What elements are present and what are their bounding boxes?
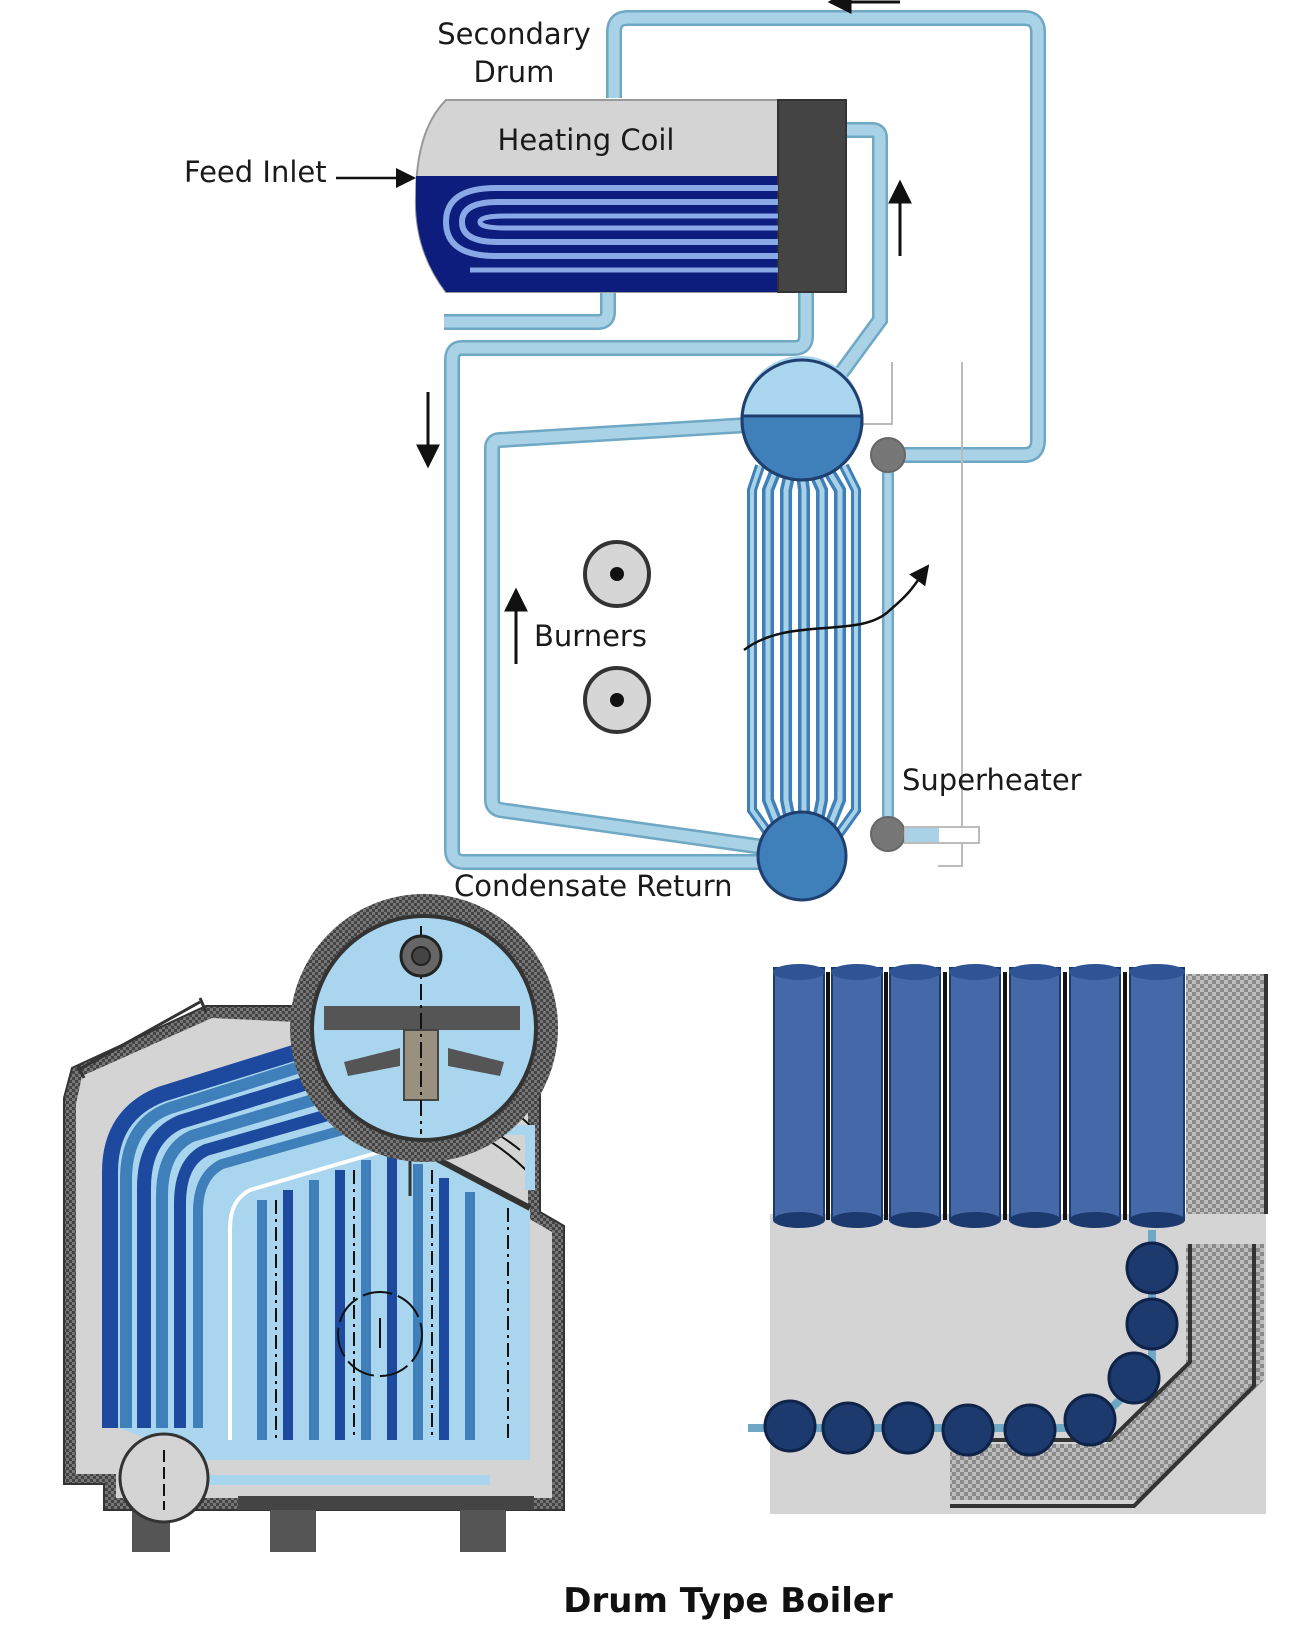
label-secondary-drum-1: Secondary — [437, 17, 591, 51]
superheater-header-top — [870, 437, 906, 473]
label-heating-coil: Heating Coil — [498, 123, 675, 157]
superheater-header-bottom — [870, 816, 906, 852]
furnace-wall — [862, 362, 893, 425]
label-condensate-return: Condensate Return — [454, 869, 733, 903]
burner-upper — [583, 540, 651, 608]
secondary-drum — [414, 99, 847, 293]
burner-lower — [583, 666, 651, 734]
label-burners: Burners — [534, 619, 647, 653]
boiler-cross-section — [63, 894, 565, 1552]
label-superheater: Superheater — [902, 763, 1082, 797]
gas-flow-arrow — [743, 564, 930, 651]
label-feed-inlet: Feed Inlet — [184, 155, 327, 189]
diagram-title: Drum Type Boiler — [563, 1581, 893, 1621]
riser-tube-bank — [747, 463, 861, 841]
heating-coil-tubes — [442, 185, 778, 259]
waterwall-detail — [748, 964, 1268, 1514]
label-secondary-drum-2: Drum — [474, 55, 555, 89]
steam-drum — [740, 356, 864, 482]
mud-drum — [756, 810, 848, 902]
